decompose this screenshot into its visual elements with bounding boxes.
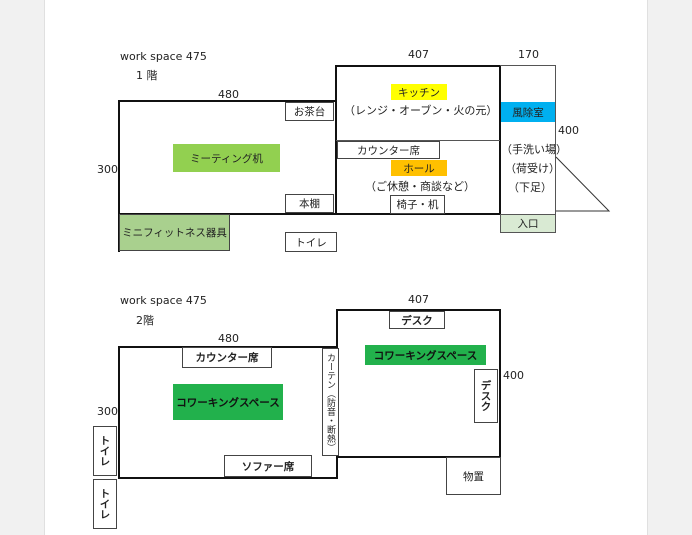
meeting-desk: ミーティング机: [173, 144, 280, 172]
floor1-wall: [118, 100, 120, 252]
floor2-heading: work space 475: [120, 294, 207, 307]
floor1-wall: [500, 65, 556, 66]
storage-room: 物置: [446, 457, 501, 495]
mini-fitness-area: ミニフィットネス器具: [119, 214, 230, 251]
kitchen-note: （レンジ・オーブン・火の元）: [344, 104, 498, 117]
windbreak-room: 風除室: [501, 102, 555, 122]
floor1-dim-main-height: 300: [97, 163, 118, 176]
hondana-label: 本棚: [285, 194, 334, 213]
floor1-wall: [335, 213, 501, 215]
coworking-space-right: コワーキングスペース: [365, 345, 486, 365]
floor1-toilet: トイレ: [285, 232, 337, 252]
floor2-label: 2階: [136, 314, 154, 327]
floor1-partition: [336, 140, 500, 141]
floor1-wall: [118, 100, 336, 102]
floor2-dim-main-height: 300: [97, 405, 118, 418]
floor2-wall: [336, 309, 501, 311]
parcel-label: （荷受け）: [505, 162, 560, 175]
floor1-heading: work space 475: [120, 50, 207, 63]
entrance-label: 入口: [500, 214, 556, 233]
floor2-wall: [499, 309, 501, 458]
kitchen-label: キッチン: [391, 84, 447, 100]
coworking-space-left: コワーキングスペース: [173, 384, 283, 420]
floor1-wall: [499, 65, 501, 215]
floor2-wall: [118, 346, 120, 479]
chair-desk-label: 椅子・机: [390, 195, 445, 214]
hall-label: ホール: [391, 160, 447, 176]
handwash-label: （手洗い場）: [501, 143, 567, 156]
counter-seat-1f: カウンター席: [337, 141, 440, 159]
counter-seat-2f: カウンター席: [182, 347, 272, 368]
floor2-dim-right-width: 407: [408, 293, 429, 306]
door-swing-icon: [555, 156, 611, 212]
document-page: [44, 0, 648, 535]
floor1-label: 1 階: [136, 69, 158, 82]
floor2-dim-main-width: 480: [218, 332, 239, 345]
hall-note: （ご休憩・商談など）: [365, 180, 475, 193]
floor1-dim-right-height: 400: [558, 124, 579, 137]
floor1-wall: [335, 65, 501, 67]
floor2-toilet-b: トイレ: [93, 479, 117, 529]
shoes-label: （下足）: [508, 181, 552, 194]
curtain-partition: カーテン（防音・断熱）: [322, 348, 339, 456]
sofa-seat: ソファー席: [224, 455, 312, 477]
floor1-dim-right-width: 170: [518, 48, 539, 61]
floor2-wall: [336, 456, 501, 458]
floor2-toilet-a: トイレ: [93, 426, 117, 476]
ochadai-label: お茶台: [285, 102, 334, 121]
floor1-wall: [555, 65, 556, 233]
floor1-dim-kitchen-width: 407: [408, 48, 429, 61]
floor2-wall: [118, 477, 338, 479]
floor2-dim-right-height: 400: [503, 369, 524, 382]
desk-side: デスク: [474, 369, 498, 423]
floor1-dim-main-width: 480: [218, 88, 239, 101]
desk-top: デスク: [389, 311, 445, 329]
